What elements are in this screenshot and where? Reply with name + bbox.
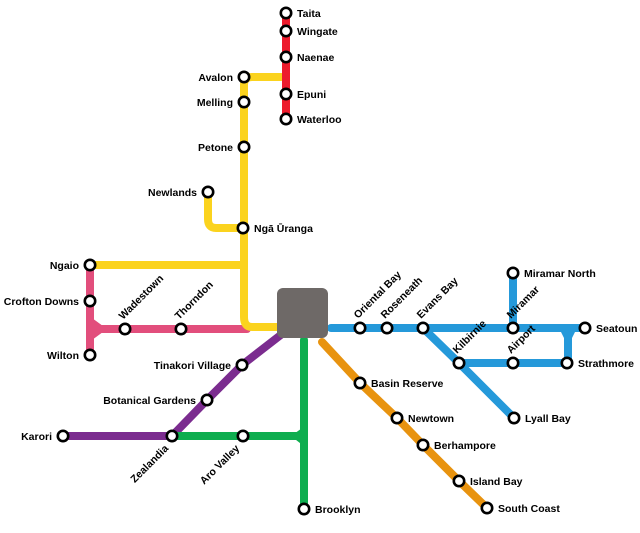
station-marker-botanical-gardens[interactable] [200, 393, 214, 407]
station-label-waterloo: Waterloo [297, 114, 342, 126]
station-label-nga-uranga: Ngā Ūranga [254, 223, 313, 235]
station-marker-airport[interactable] [506, 356, 520, 370]
station-label-crofton-downs: Crofton Downs [4, 296, 79, 308]
blue-line [327, 269, 589, 422]
station-label-south-coast: South Coast [498, 503, 560, 515]
station-marker-roseneath[interactable] [380, 321, 394, 335]
station-marker-strathmore[interactable] [560, 356, 574, 370]
station-label-strathmore: Strathmore [578, 358, 634, 370]
station-group-strathmore: Strathmore [560, 356, 634, 370]
station-marker-melling[interactable] [237, 95, 251, 109]
station-group-epuni: Epuni [279, 87, 326, 101]
station-group-avalon: Avalon [198, 70, 251, 84]
station-group-lyall-bay: Lyall Bay [507, 411, 571, 425]
station-marker-lyall-bay[interactable] [507, 411, 521, 425]
station-label-petone: Petone [198, 142, 233, 154]
station-marker-wadestown[interactable] [118, 322, 132, 336]
station-marker-newtown[interactable] [390, 411, 404, 425]
station-group-newlands: Newlands [148, 185, 215, 199]
station-label-epuni: Epuni [297, 89, 326, 101]
station-marker-miramar-north[interactable] [506, 266, 520, 280]
station-marker-petone[interactable] [237, 140, 251, 154]
station-marker-brooklyn[interactable] [297, 502, 311, 516]
station-label-avalon: Avalon [198, 72, 233, 84]
station-label-tinakori-village: Tinakori Village [154, 360, 231, 372]
central-hub-station[interactable] [277, 288, 328, 338]
station-group-ngaio: Ngaio [50, 258, 97, 272]
station-label-seatoun: Seatoun [596, 323, 637, 335]
station-label-miramar-north: Miramar North [524, 268, 596, 280]
station-group-basin-reserve: Basin Reserve [353, 376, 444, 390]
station-label-basin-reserve: Basin Reserve [371, 378, 444, 390]
station-marker-zealandia[interactable] [165, 429, 179, 443]
station-group-petone: Petone [198, 140, 251, 154]
station-label-berhampore: Berhampore [434, 440, 496, 452]
station-marker-thorndon[interactable] [174, 322, 188, 336]
station-group-melling: Melling [197, 95, 251, 109]
pink-junction-flare-0 [92, 318, 107, 340]
station-group-newtown: Newtown [390, 411, 454, 425]
station-marker-avalon[interactable] [237, 70, 251, 84]
station-label-ngaio: Ngaio [50, 260, 79, 272]
yellow-line-segment-1 [204, 188, 247, 232]
station-marker-karori[interactable] [56, 429, 70, 443]
station-marker-tinakori-village[interactable] [235, 358, 249, 372]
station-group-wingate: Wingate [279, 24, 338, 38]
station-marker-kilbirnie[interactable] [452, 356, 466, 370]
station-label-naenae: Naenae [297, 52, 335, 64]
station-marker-nga-uranga[interactable] [236, 221, 250, 235]
station-marker-taita[interactable] [279, 6, 293, 20]
station-label-lyall-bay: Lyall Bay [525, 413, 571, 425]
station-marker-waterloo[interactable] [279, 112, 293, 126]
station-group-wilton: Wilton [47, 348, 97, 362]
station-group-island-bay: Island Bay [452, 474, 523, 488]
station-group-brooklyn: Brooklyn [297, 502, 361, 516]
station-label-karori: Karori [21, 431, 52, 443]
station-marker-evans-bay[interactable] [416, 321, 430, 335]
station-group-nga-uranga: Ngā Ūranga [236, 221, 313, 235]
station-marker-berhampore[interactable] [416, 438, 430, 452]
station-marker-epuni[interactable] [279, 87, 293, 101]
purple-line-segment-0 [168, 330, 286, 440]
station-group-naenae: Naenae [279, 50, 335, 64]
station-group-south-coast: South Coast [480, 501, 560, 515]
station-marker-crofton-downs[interactable] [83, 294, 97, 308]
station-label-melling: Melling [197, 97, 233, 109]
station-marker-basin-reserve[interactable] [353, 376, 367, 390]
station-group-karori: Karori [21, 429, 70, 443]
purple-line [59, 330, 286, 440]
station-group-waterloo: Waterloo [279, 112, 342, 126]
station-label-brooklyn: Brooklyn [315, 504, 361, 516]
station-marker-miramar[interactable] [506, 321, 520, 335]
station-group-crofton-downs: Crofton Downs [4, 294, 97, 308]
station-group-seatoun: Seatoun [578, 321, 637, 335]
station-group-miramar-north: Miramar North [506, 266, 596, 280]
station-marker-aro-valley[interactable] [236, 429, 250, 443]
station-label-botanical-gardens: Botanical Gardens [103, 395, 196, 407]
blue-junction-flare-0 [558, 326, 578, 346]
station-group-botanical-gardens: Botanical Gardens [103, 393, 214, 407]
station-label-island-bay: Island Bay [470, 476, 523, 488]
station-group-tinakori-village: Tinakori Village [154, 358, 249, 372]
station-marker-newlands[interactable] [201, 185, 215, 199]
station-label-newtown: Newtown [408, 413, 454, 425]
station-group-taita: Taita [279, 6, 321, 20]
station-marker-south-coast[interactable] [480, 501, 494, 515]
station-marker-wilton[interactable] [83, 348, 97, 362]
station-group-berhampore: Berhampore [416, 438, 496, 452]
green-junction-flare-0 [291, 426, 305, 447]
station-marker-island-bay[interactable] [452, 474, 466, 488]
station-marker-oriental-bay[interactable] [353, 321, 367, 335]
station-marker-naenae[interactable] [279, 50, 293, 64]
station-label-wilton: Wilton [47, 350, 79, 362]
station-label-taita: Taita [297, 8, 321, 20]
station-marker-ngaio[interactable] [83, 258, 97, 272]
station-marker-seatoun[interactable] [578, 321, 592, 335]
station-marker-wingate[interactable] [279, 24, 293, 38]
station-label-newlands: Newlands [148, 187, 197, 199]
pink-line [86, 261, 251, 359]
station-label-wingate: Wingate [297, 26, 338, 38]
